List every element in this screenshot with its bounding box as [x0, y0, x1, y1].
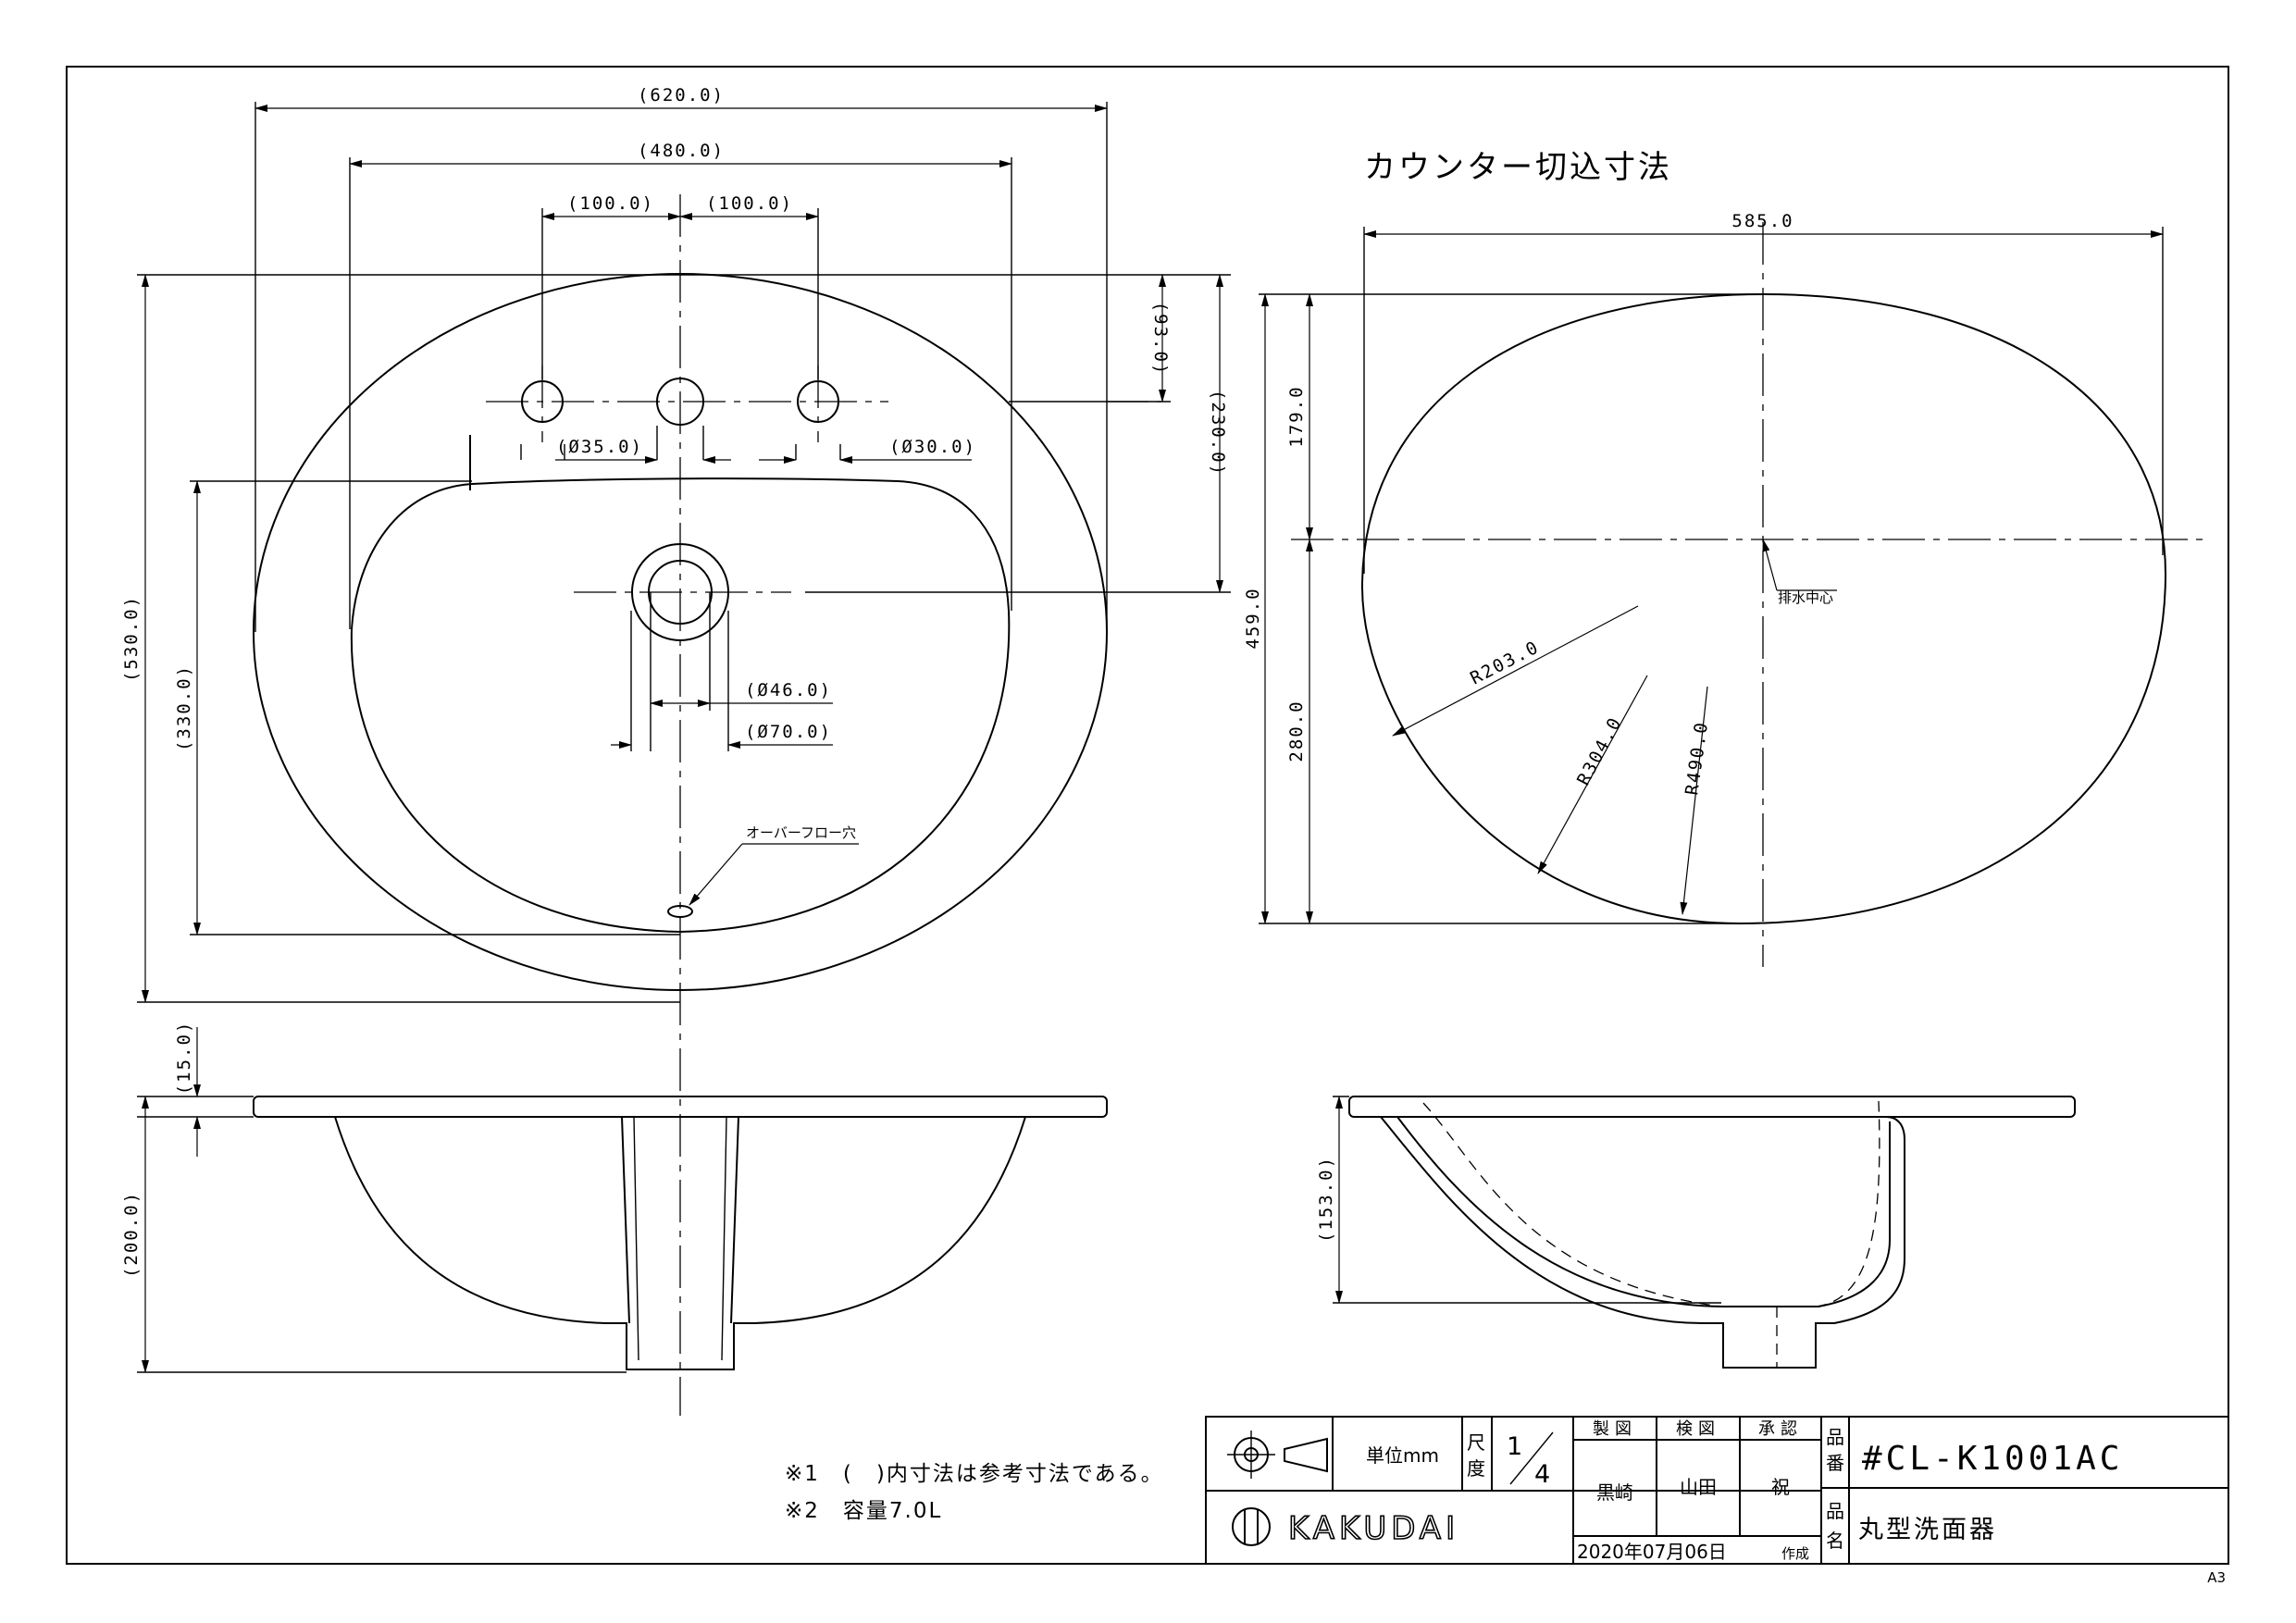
counter-cutout-view: カウンター切込寸法 585.0 459.0 179.0 280.0 R203.0…: [1243, 149, 2203, 967]
checked-label: 検図: [1676, 1419, 1720, 1439]
scale-label-1: 尺: [1467, 1431, 1485, 1454]
dim-overall-height: (200.0): [121, 1191, 142, 1278]
dim-cutout-width: 585.0: [1731, 211, 1793, 231]
drawn-label: 製図: [1593, 1419, 1637, 1439]
approved-label: 承認: [1758, 1419, 1803, 1439]
dim-drain-dia-inner: (Ø46.0): [745, 680, 832, 700]
checked-by: 山田: [1680, 1476, 1717, 1498]
created-label: 作成: [1781, 1545, 1809, 1562]
dim-hole-offset: (93.0): [1150, 302, 1171, 377]
name-label-2: 名: [1826, 1530, 1844, 1552]
dim-faucet-depth: (230.0): [1208, 390, 1228, 477]
dim-cutout-front: 179.0: [1286, 385, 1307, 447]
part-number: #CL-K1001AC: [1862, 1440, 2123, 1478]
label-overflow: オーバーフロー穴: [746, 824, 856, 841]
side-view: (153.0): [1316, 1096, 2076, 1369]
drawn-by: 黒崎: [1596, 1481, 1633, 1504]
scale-denominator: 4: [1534, 1460, 1553, 1489]
part-no-label-2: 番: [1826, 1452, 1844, 1474]
scale-label-2: 度: [1467, 1457, 1485, 1480]
dim-hole-dia-side: (Ø30.0): [889, 437, 976, 457]
front-view: (15.0) (200.0): [121, 1021, 1108, 1373]
side-rim: [1348, 1096, 2076, 1118]
note-2: ※2 容量7.0L: [785, 1499, 942, 1523]
dim-radius-2: R304.0: [1573, 713, 1626, 789]
company-name: KAKUDAI: [1288, 1510, 1459, 1547]
rim-section: [253, 1096, 1108, 1118]
dim-inner-width: (480.0): [638, 141, 725, 161]
dim-rim-thickness: (15.0): [174, 1021, 194, 1096]
side-bowl-hidden: [1422, 1100, 1880, 1307]
title-block: 単位mm 尺 度 1 4 製図 検図 承認 黒崎 山田 祝 KAKUDAI 20…: [1205, 1416, 2229, 1565]
projection-symbol-icon: [1227, 1431, 1328, 1479]
bowl-outline: [350, 477, 1011, 934]
kakudai-logo-icon: [1232, 1507, 1271, 1546]
side-bowl-outline: [1380, 1116, 1905, 1369]
scale-numerator: 1: [1507, 1432, 1525, 1461]
dim-cutout-back: 280.0: [1286, 700, 1307, 762]
bowl-section: [334, 1116, 1026, 1370]
top-view: (620.0) (480.0) (100.0) (100.0) (93.0) (…: [121, 85, 1231, 1416]
dim-hole-spacing-left: (100.0): [567, 193, 654, 214]
label-drain-center: 排水中心: [1778, 589, 1833, 606]
counter-cutout-title: カウンター切込寸法: [1364, 149, 1672, 186]
part-no-label-1: 品: [1826, 1426, 1844, 1448]
creation-date: 2020年07月06日: [1577, 1541, 1727, 1563]
dim-radius-3: R490.0: [1682, 720, 1712, 797]
unit-label: 単位mm: [1366, 1444, 1439, 1467]
approved-by: 祝: [1771, 1476, 1790, 1498]
sheet-size: A3: [2207, 1569, 2226, 1586]
dim-overall-depth: (530.0): [121, 595, 142, 682]
note-1: ※1 ( )内寸法は参考寸法である。: [785, 1462, 1164, 1486]
cutout-outline: [1360, 292, 2167, 925]
dim-cutout-depth: 459.0: [1243, 587, 1263, 649]
sheet-border: [66, 66, 2229, 1565]
dim-bowl-depth: (330.0): [174, 664, 194, 751]
product-name: 丸型洗面器: [1858, 1516, 1997, 1544]
dim-hole-spacing-right: (100.0): [706, 193, 793, 214]
name-label-1: 品: [1826, 1500, 1844, 1522]
dim-drain-dia-outer: (Ø70.0): [745, 722, 832, 742]
dim-side-height: (153.0): [1316, 1156, 1336, 1243]
notes: ※1 ( )内寸法は参考寸法である。 ※2 容量7.0L: [785, 1462, 1164, 1523]
dim-overall-width: (620.0): [638, 85, 725, 105]
dim-hole-dia-center: (Ø35.0): [556, 437, 643, 457]
